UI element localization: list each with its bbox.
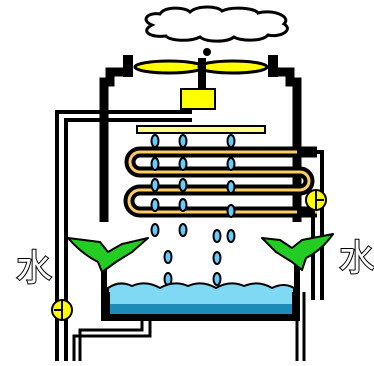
water-drop	[214, 230, 221, 242]
water-drop	[228, 158, 235, 170]
water-drop	[180, 199, 187, 211]
fan-icon	[135, 58, 267, 90]
distribution-header	[137, 126, 265, 133]
cloud-icon	[146, 7, 287, 41]
left-water-label: 水	[16, 251, 52, 287]
water-drop	[165, 251, 172, 263]
motor-icon	[181, 89, 215, 109]
water-drop	[152, 224, 159, 236]
water-drop	[180, 179, 187, 191]
water-drop	[152, 179, 159, 191]
exhaust-dot	[203, 48, 211, 56]
flow-arrow-icon	[68, 234, 333, 272]
water-drop	[228, 205, 235, 217]
water-drop	[180, 158, 187, 170]
left-pipe-channel	[59, 114, 64, 361]
water-drop	[228, 181, 235, 193]
basin	[108, 283, 294, 316]
water-drop	[214, 273, 221, 285]
water-drop	[228, 230, 235, 242]
water-drop	[180, 224, 187, 236]
right-water-label: 水	[339, 241, 374, 277]
water-drop	[228, 135, 235, 147]
water-drop	[152, 158, 159, 170]
pump-icon	[306, 190, 326, 210]
water-drop	[180, 135, 187, 147]
water-drop	[214, 252, 221, 264]
water-drop	[152, 199, 159, 211]
water-drop	[152, 135, 159, 147]
pump-icon	[52, 300, 72, 320]
